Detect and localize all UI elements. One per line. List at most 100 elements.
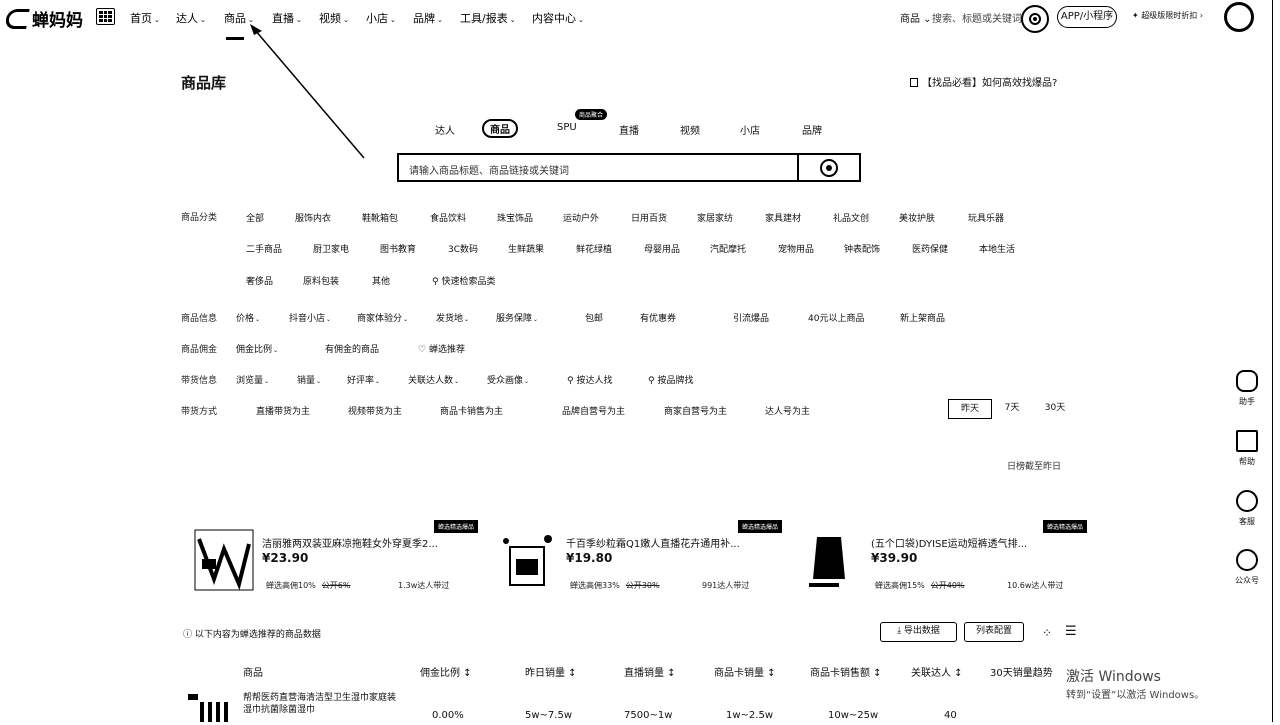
category-categories_row1-8[interactable]: 家具建材 <box>765 214 802 224</box>
nav-item-shop[interactable]: 小店⌄ <box>366 12 396 25</box>
mode-live[interactable]: 直播带货为主 <box>256 407 311 417</box>
time-7d[interactable]: 7天 <box>1004 403 1020 413</box>
category-categories_row1-4[interactable]: 珠宝饰品 <box>497 214 534 224</box>
toggle-chanxuan[interactable]: ♡ 蝉选推荐 <box>418 345 465 355</box>
filter-commission[interactable]: 佣金比例⌄ <box>236 345 279 355</box>
category-categories_row2-3[interactable]: 3C数码 <box>448 245 479 255</box>
product-card[interactable]: 蝉选精选爆品 千百季纱粒霜Q1嫩人直播花卉通用补... ¥19.80 蝉选高佣3… <box>498 515 788 600</box>
tab-video[interactable]: 视频 <box>680 126 700 137</box>
nav-item-product[interactable]: 商品⌄ <box>224 12 254 25</box>
filter-price[interactable]: 价格⌄ <box>236 314 261 324</box>
category-categories_row2-1[interactable]: 厨卫家电 <box>313 245 350 255</box>
category-categories_row2-11[interactable]: 本地生活 <box>979 245 1016 255</box>
product-card[interactable]: 蝉选精选爆品 洁丽雅两双装亚麻凉拖鞋女外穿夏季2... ¥23.90 蝉选高佣1… <box>194 515 484 600</box>
filter-ship-from[interactable]: 发货地⌄ <box>436 314 470 324</box>
filter-service[interactable]: 服务保障⌄ <box>496 314 539 324</box>
toggle-free-shipping[interactable]: 包邮 <box>585 314 604 324</box>
card-title[interactable]: 千百季纱粒霜Q1嫩人直播花卉通用补... <box>566 539 740 550</box>
export-button[interactable]: ⤓ 导出数据 <box>880 622 957 642</box>
apps-grid-icon[interactable] <box>96 8 115 25</box>
tab-product[interactable]: 商品 <box>482 119 518 138</box>
tab-shop[interactable]: 小店 <box>740 126 760 137</box>
help-link[interactable]: 【找品必看】如何高效找爆品? <box>910 74 1057 89</box>
time-30d[interactable]: 30天 <box>1044 403 1066 413</box>
sidebar-help[interactable]: 帮助 <box>1226 430 1268 467</box>
card-title[interactable]: 洁丽雅两双装亚麻凉拖鞋女外穿夏季2... <box>262 539 438 550</box>
column-header[interactable]: 关联达人 ↕ <box>911 668 963 679</box>
filter-views[interactable]: 浏览量⌄ <box>236 376 270 386</box>
category-categories_row2-4[interactable]: 生鲜蔬果 <box>508 245 545 255</box>
category-categories_row1-6[interactable]: 日用百货 <box>631 214 668 224</box>
category-categories_row3-2[interactable]: 其他 <box>372 277 391 287</box>
tab-spu[interactable]: SPU <box>557 122 577 133</box>
category-categories_row1-2[interactable]: 鞋靴箱包 <box>362 214 399 224</box>
column-header[interactable]: 直播销量 ↕ <box>624 668 676 679</box>
category-categories_row2-9[interactable]: 钟表配饰 <box>844 245 881 255</box>
search-by-talent[interactable]: ⚲ 按达人找 <box>567 376 613 386</box>
toggle-over-40[interactable]: 40元以上商品 <box>808 314 865 324</box>
app-button[interactable]: APP/小程序 <box>1057 6 1117 28</box>
quick-category-search[interactable]: ⚲ 快速检索品类 <box>432 277 496 287</box>
column-header[interactable]: 商品 <box>243 668 263 679</box>
category-categories_row2-2[interactable]: 图书教育 <box>380 245 417 255</box>
tab-brand[interactable]: 品牌 <box>802 126 822 137</box>
search-scope-select[interactable]: 商品 ⌄ <box>900 14 932 25</box>
sidebar-service[interactable]: 客服 <box>1226 490 1268 527</box>
search-by-brand[interactable]: ⚲ 按品牌找 <box>648 376 694 386</box>
mode-video[interactable]: 视频带货为主 <box>348 407 403 417</box>
sidebar-assistant[interactable]: 助手 <box>1226 370 1268 407</box>
category-categories_row3-0[interactable]: 奢侈品 <box>246 277 274 287</box>
nav-item-talent[interactable]: 达人⌄ <box>176 12 206 25</box>
category-categories_row2-0[interactable]: 二手商品 <box>246 245 283 255</box>
nav-item-home[interactable]: 首页⌄ <box>130 12 160 25</box>
category-categories_row1-0[interactable]: 全部 <box>246 214 265 224</box>
category-categories_row1-1[interactable]: 服饰内衣 <box>295 214 332 224</box>
nav-item-tools[interactable]: 工具/报表⌄ <box>460 12 516 25</box>
nav-item-live[interactable]: 直播⌄ <box>272 12 302 25</box>
category-categories_row2-6[interactable]: 母婴用品 <box>644 245 681 255</box>
row-product-title[interactable]: 帮帮医药直营海清洁型卫生湿巾家庭装湿巾抗菌除菌湿巾 <box>243 693 397 715</box>
category-categories_row2-7[interactable]: 汽配摩托 <box>710 245 747 255</box>
category-categories_row2-5[interactable]: 鲜花绿植 <box>576 245 613 255</box>
toggle-new-listing[interactable]: 新上架商品 <box>900 314 946 324</box>
logo[interactable]: 蝉妈妈 <box>4 6 83 31</box>
column-header[interactable]: 商品卡销量 ↕ <box>714 668 776 679</box>
sidebar-wechat[interactable]: 公众号 <box>1226 549 1268 586</box>
filter-merchant-score[interactable]: 商家体验分⌄ <box>357 314 409 324</box>
card-title[interactable]: (五个口袋)DYISE运动短裤透气排... <box>871 539 1028 550</box>
main-search-input[interactable]: 请输入商品标题、商品链接或关键词 <box>397 153 799 182</box>
column-header[interactable]: 商品卡销售额 ↕ <box>810 668 882 679</box>
nav-item-video[interactable]: 视频⌄ <box>319 12 349 25</box>
filter-douyin-shop[interactable]: 抖音小店⌄ <box>289 314 332 324</box>
column-config-button[interactable]: 列表配置 <box>964 622 1024 642</box>
toggle-coupon[interactable]: 有优惠券 <box>640 314 677 324</box>
category-categories_row1-7[interactable]: 家居家纺 <box>697 214 734 224</box>
main-search-button[interactable] <box>797 153 861 182</box>
category-categories_row1-9[interactable]: 礼品文创 <box>833 214 870 224</box>
grid-view-icon[interactable]: ⁘ <box>1042 626 1053 640</box>
category-categories_row3-1[interactable]: 原料包装 <box>303 277 340 287</box>
category-categories_row1-5[interactable]: 运动户外 <box>563 214 600 224</box>
mode-talent[interactable]: 达人号为主 <box>765 407 811 417</box>
mode-merchant-self[interactable]: 商家自营号为主 <box>664 407 728 417</box>
top-search-input[interactable]: 搜索、标题或关键词 <box>932 14 1022 25</box>
column-header[interactable]: 佣金比例 ↕ <box>420 668 472 679</box>
filter-talent-count[interactable]: 关联达人数⌄ <box>408 376 460 386</box>
filter-audience[interactable]: 受众画像⌄ <box>487 376 530 386</box>
mode-brand-self[interactable]: 品牌自营号为主 <box>562 407 626 417</box>
category-categories_row1-11[interactable]: 玩具乐器 <box>968 214 1005 224</box>
category-categories_row2-8[interactable]: 宠物用品 <box>778 245 815 255</box>
mode-product-card[interactable]: 商品卡销售为主 <box>440 407 504 417</box>
product-card[interactable]: 蝉选精选爆品 (五个口袋)DYISE运动短裤透气排... ¥39.90 蝉选高佣… <box>803 515 1093 600</box>
time-yesterday[interactable]: 昨天 <box>948 399 992 419</box>
category-categories_row2-10[interactable]: 医药保健 <box>912 245 949 255</box>
tab-live[interactable]: 直播 <box>619 126 639 137</box>
toggle-has-commission[interactable]: 有佣金的商品 <box>325 345 380 355</box>
filter-rating[interactable]: 好评率⌄ <box>347 376 381 386</box>
nav-item-content[interactable]: 内容中心⌄ <box>532 12 584 25</box>
column-header[interactable]: 昨日销量 ↕ <box>525 668 577 679</box>
category-categories_row1-3[interactable]: 食品饮料 <box>430 214 467 224</box>
list-view-icon[interactable]: ☰ <box>1065 624 1077 639</box>
toggle-traffic-hit[interactable]: 引流爆品 <box>733 314 770 324</box>
top-search-button[interactable] <box>1021 5 1049 33</box>
